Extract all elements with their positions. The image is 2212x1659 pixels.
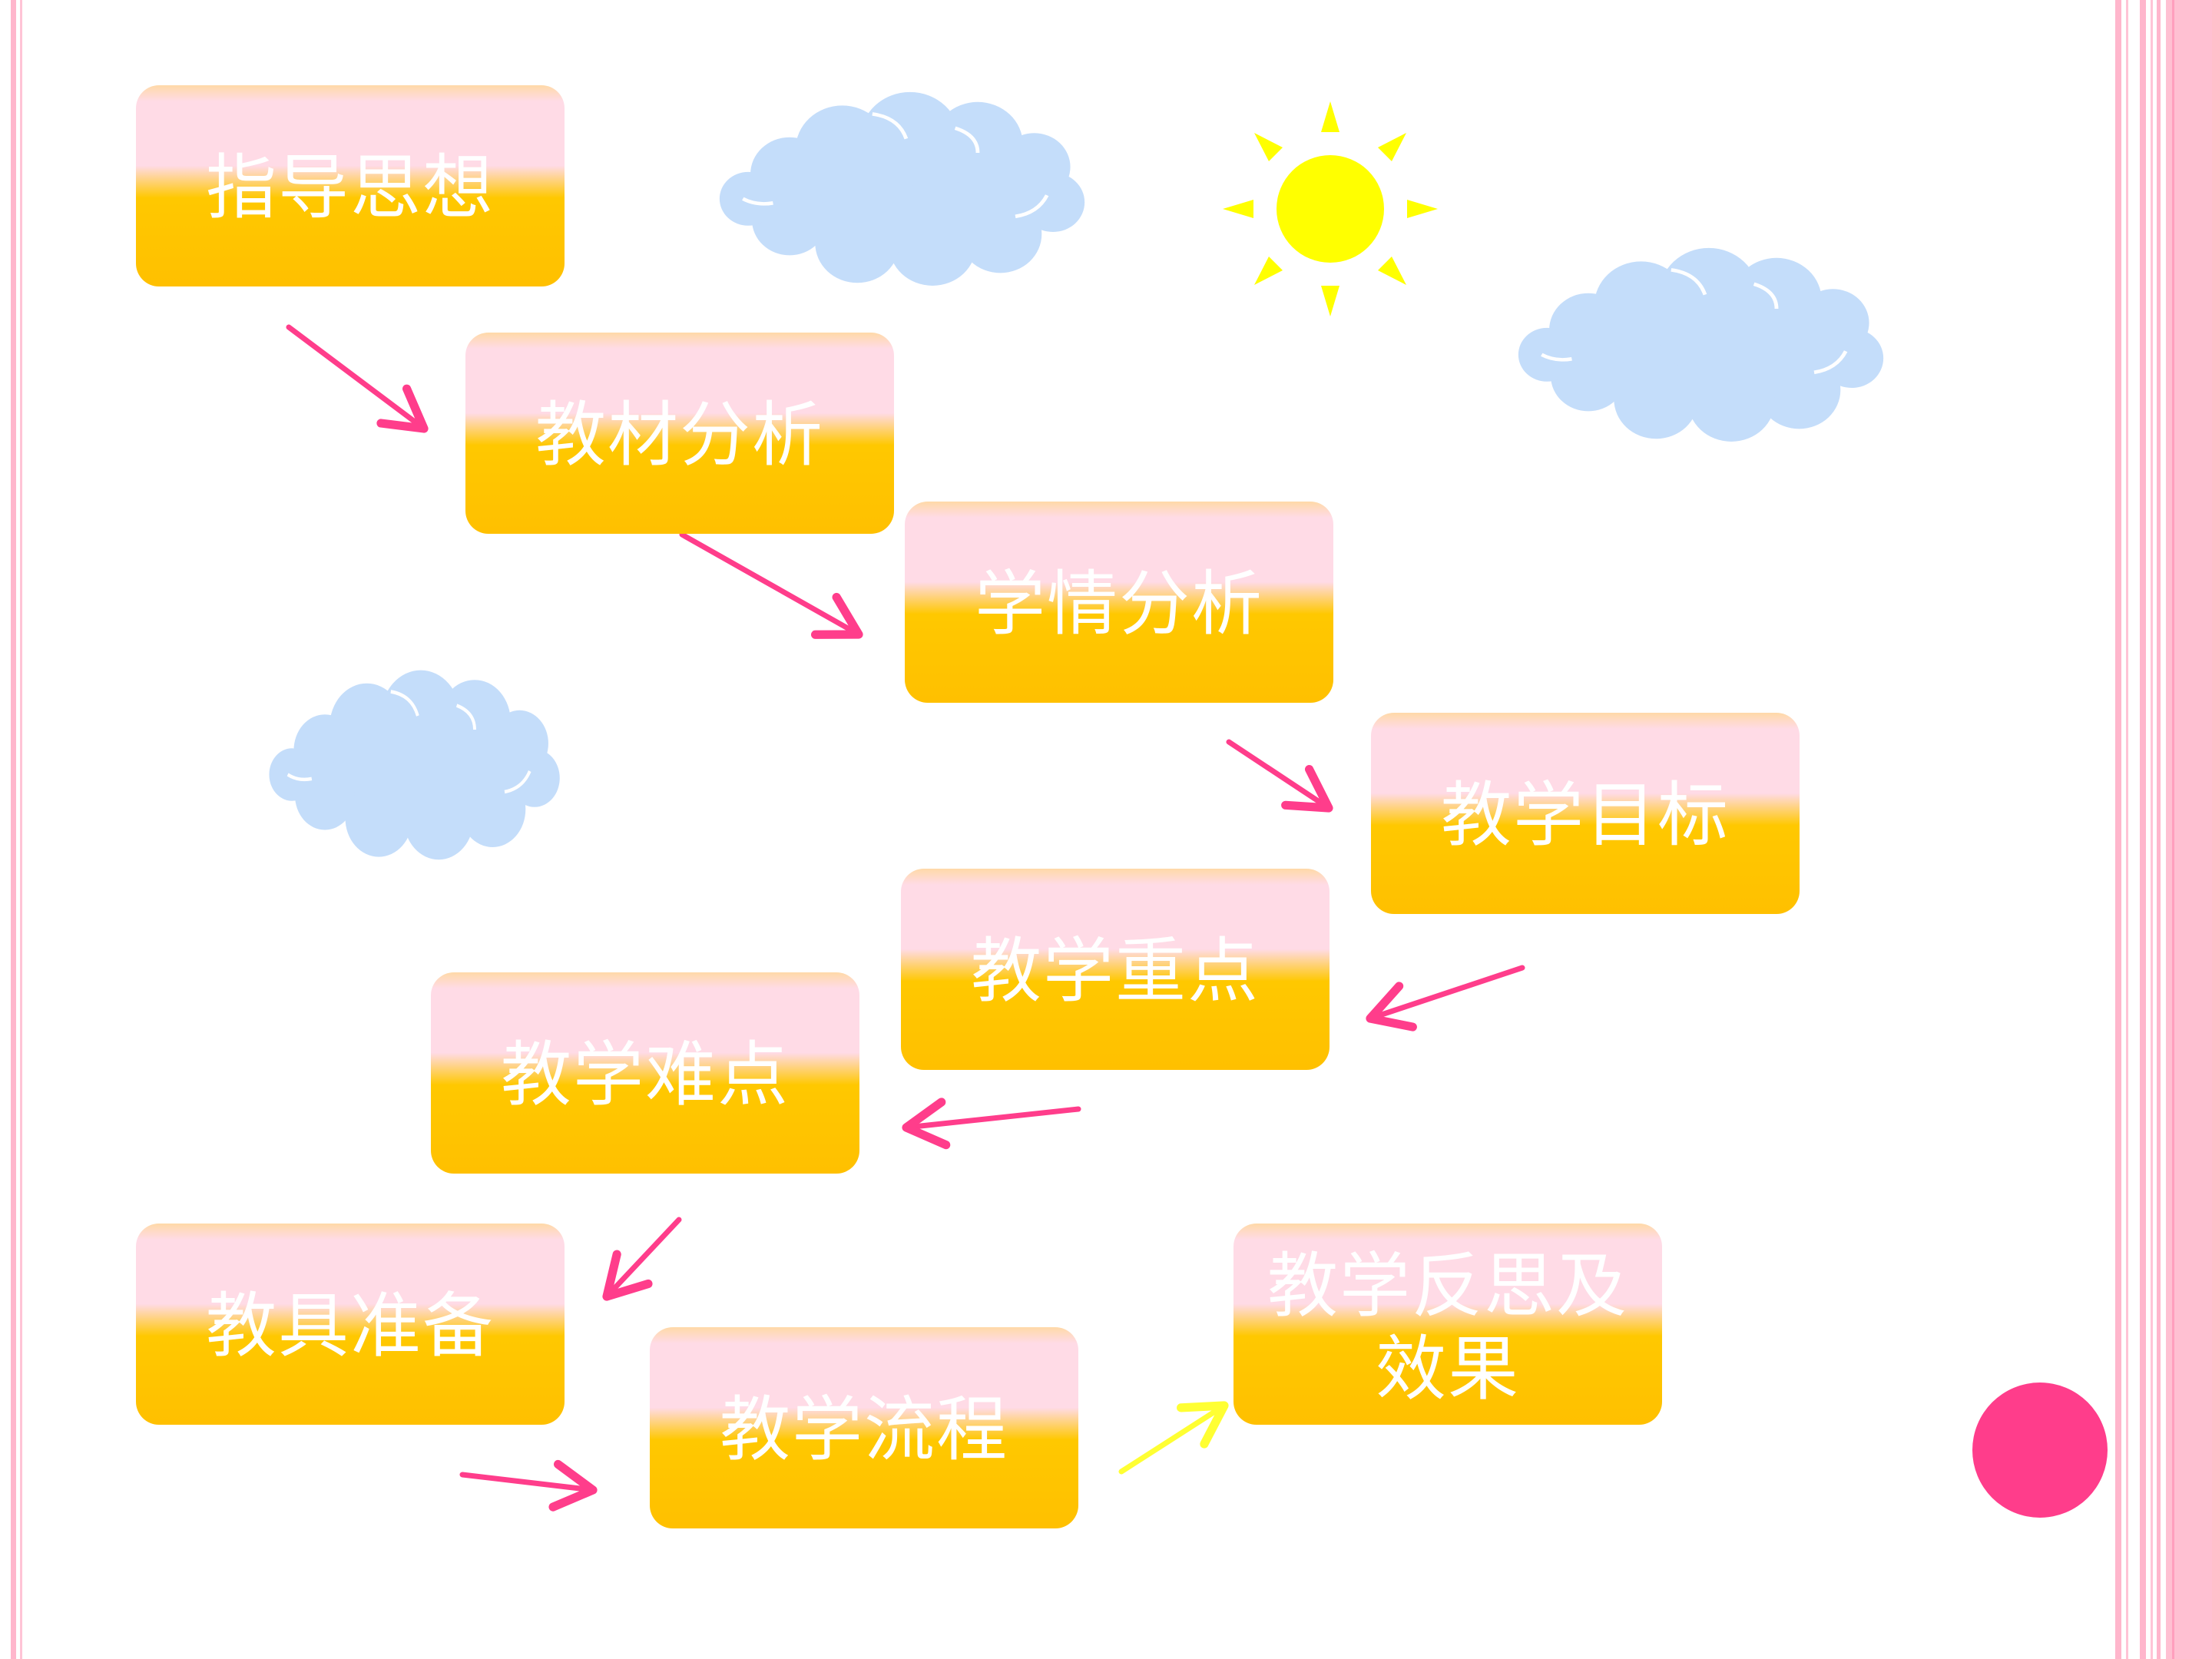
connector-arrow bbox=[679, 531, 863, 639]
cloud-icon bbox=[269, 671, 559, 860]
step-label: 教具准备 bbox=[205, 1285, 495, 1367]
step-reflection: 教学反思及效果 bbox=[1233, 1224, 1662, 1425]
left-border-line bbox=[11, 0, 16, 1659]
step-label: 学情分析 bbox=[974, 563, 1263, 645]
right-border-line bbox=[2172, 0, 2174, 1659]
step-label: 教材分析 bbox=[535, 394, 824, 476]
connector-arrow bbox=[902, 1098, 1081, 1150]
cloud-icon bbox=[1518, 248, 1883, 442]
step-guiding-thought: 指导思想 bbox=[136, 85, 565, 286]
step-label: 教学流程 bbox=[719, 1389, 1008, 1471]
step-teaching-aids: 教具准备 bbox=[136, 1224, 565, 1425]
right-border-line bbox=[2157, 0, 2161, 1659]
step-key-points: 教学重点 bbox=[901, 869, 1330, 1070]
right-border-line bbox=[2126, 0, 2128, 1659]
connector-arrow bbox=[286, 324, 429, 433]
step-teaching-goals: 教学目标 bbox=[1371, 713, 1800, 914]
connector-arrow bbox=[602, 1217, 682, 1301]
left-border-line bbox=[20, 0, 22, 1659]
right-border-line bbox=[2115, 0, 2121, 1659]
cloud-icon bbox=[720, 92, 1084, 286]
step-teaching-process: 教学流程 bbox=[650, 1327, 1078, 1528]
right-border-line bbox=[2140, 0, 2146, 1659]
connector-arrow bbox=[459, 1459, 598, 1512]
connector-arrow bbox=[1226, 739, 1333, 813]
step-material-analysis: 教材分析 bbox=[465, 333, 894, 534]
right-border-line bbox=[2151, 0, 2153, 1659]
step-label: 教学目标 bbox=[1440, 774, 1730, 856]
step-label: 指导思想 bbox=[205, 147, 495, 229]
sun-icon bbox=[1223, 101, 1438, 316]
connector-arrow bbox=[1118, 1401, 1229, 1475]
step-learner-analysis: 学情分析 bbox=[905, 502, 1333, 703]
step-label: 教学重点 bbox=[970, 930, 1260, 1012]
step-difficult-points: 教学难点 bbox=[431, 972, 859, 1174]
pink-dot bbox=[1972, 1382, 2108, 1518]
step-label: 教学反思及效果 bbox=[1267, 1245, 1628, 1410]
step-label: 教学难点 bbox=[500, 1034, 790, 1116]
connector-arrow bbox=[1366, 965, 1525, 1031]
